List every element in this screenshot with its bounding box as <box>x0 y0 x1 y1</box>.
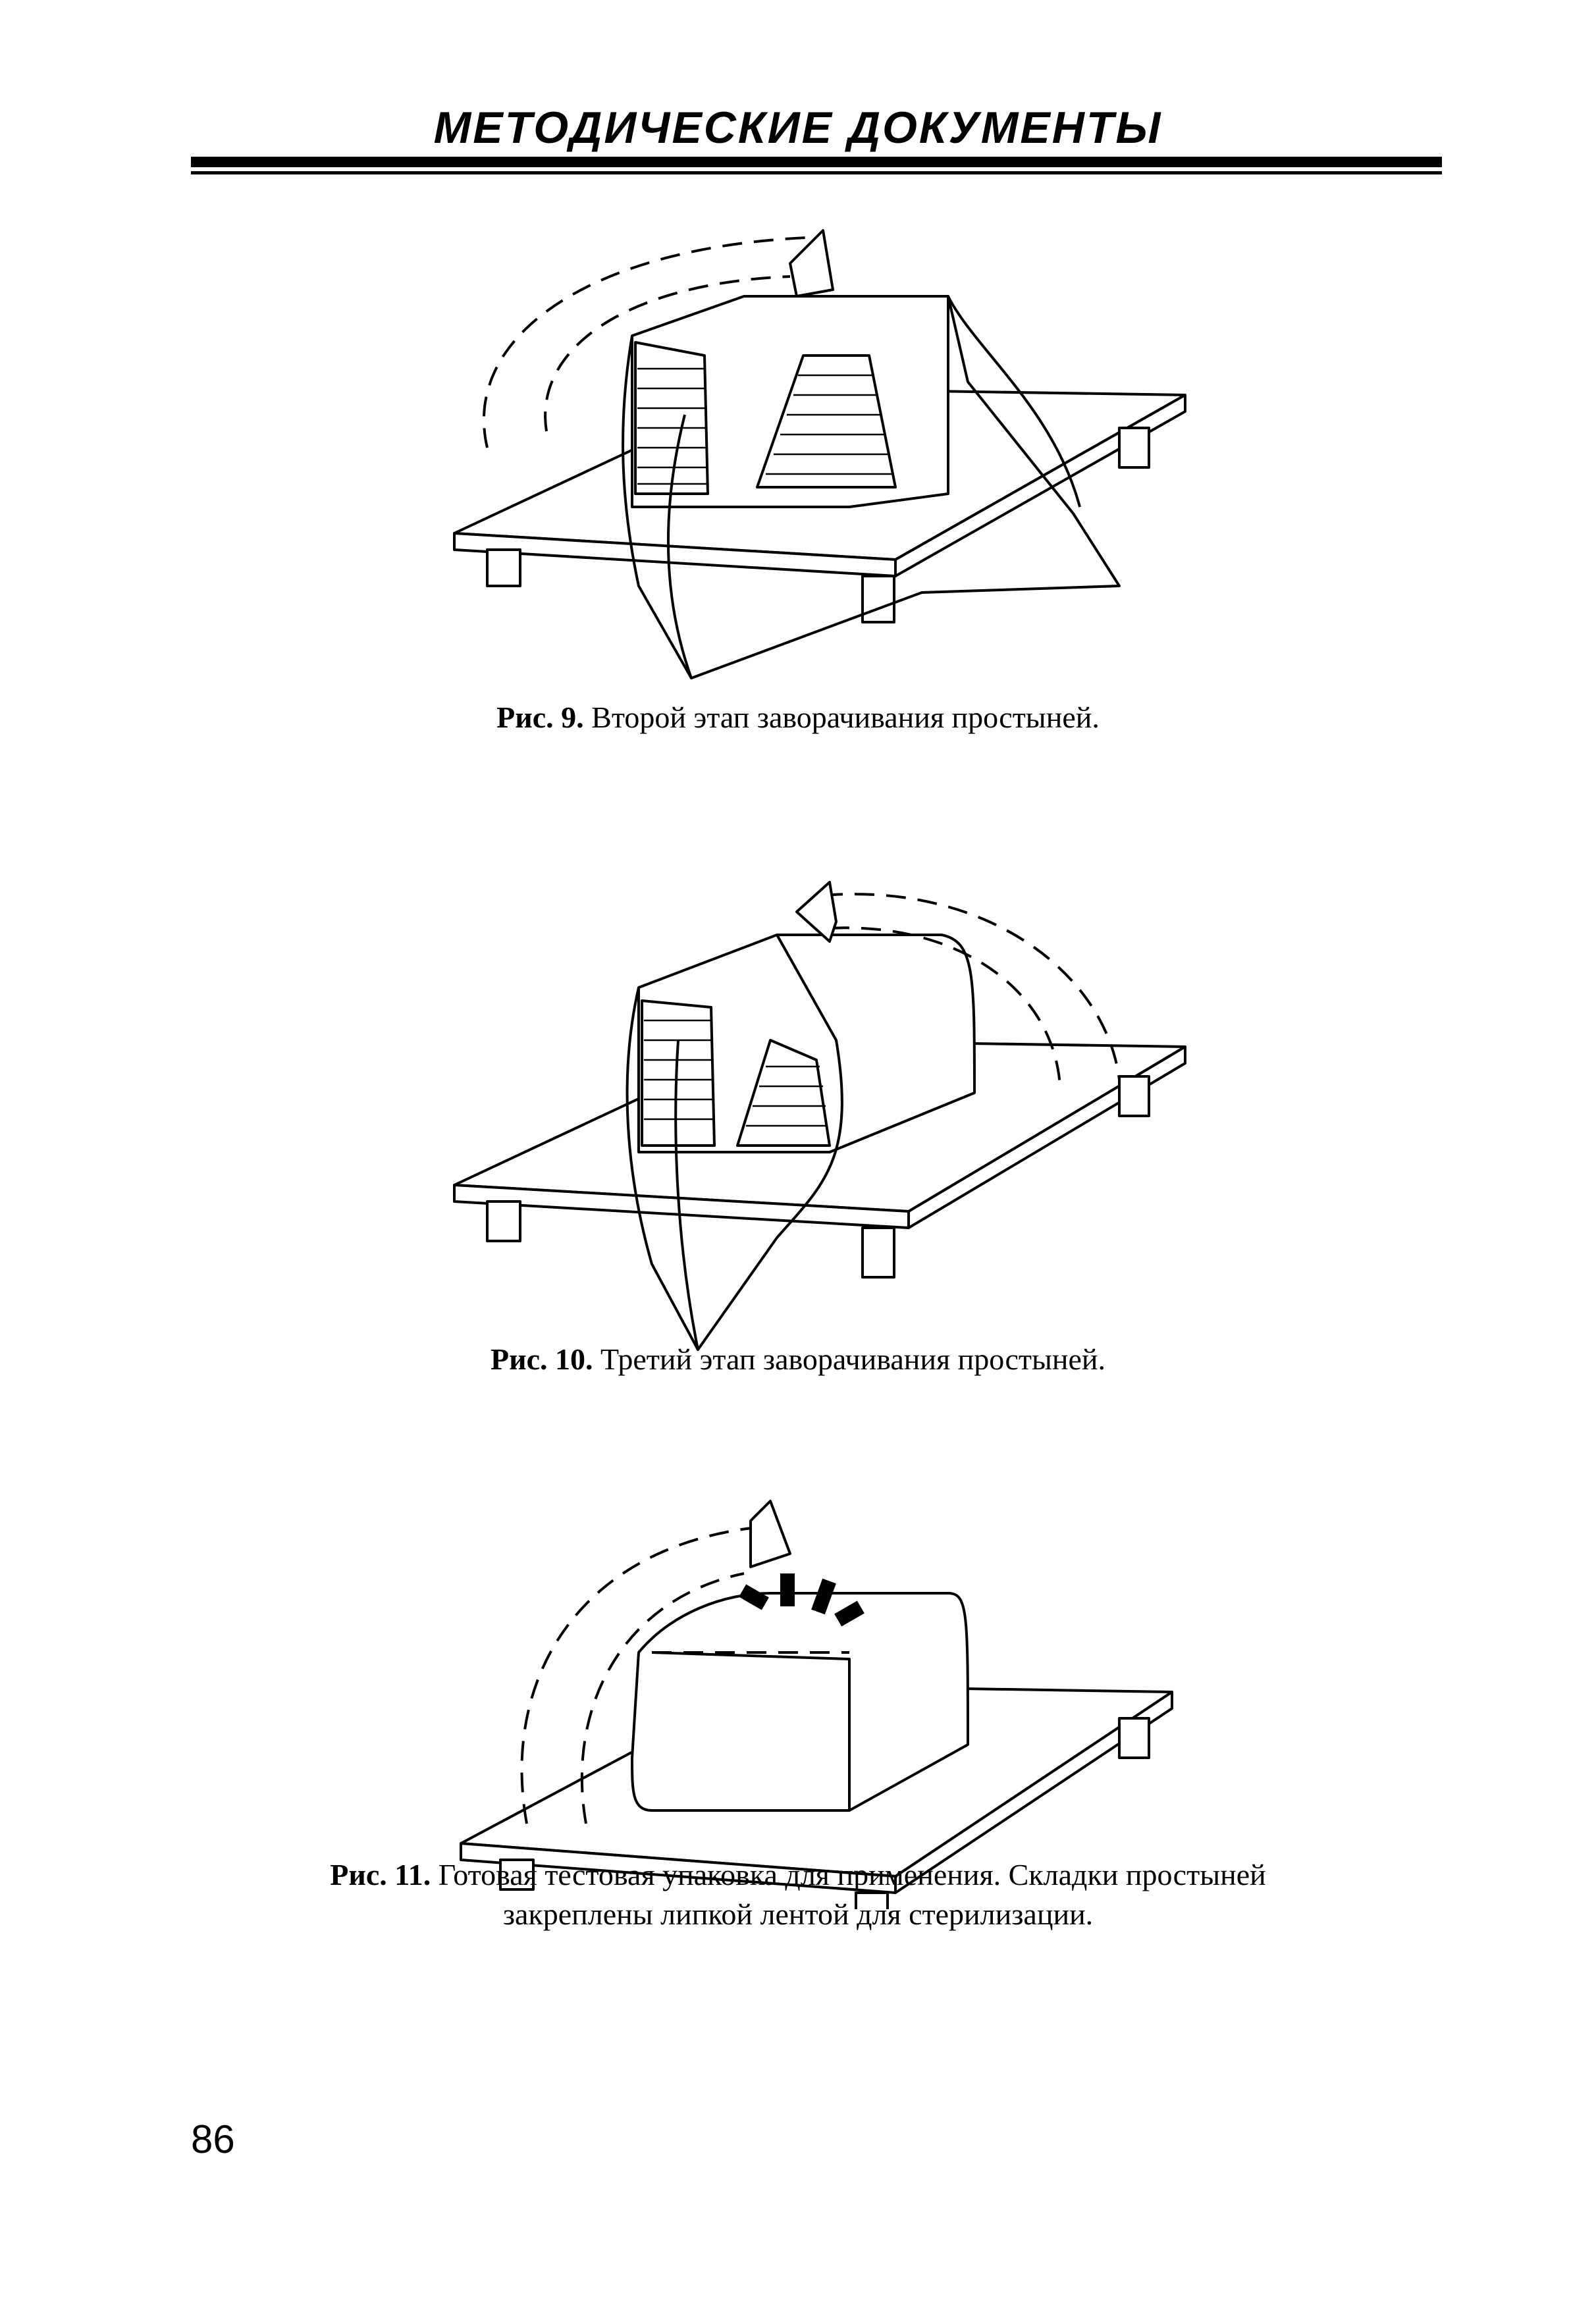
figure-10-illustration <box>0 843 1596 1356</box>
header-rule-thin <box>191 171 1442 174</box>
running-header-title: МЕТОДИЧЕСКИЕ ДОКУМЕНТЫ <box>433 103 1163 153</box>
figure-11-caption: Рис. 11. Готовая тестовая упаковка для п… <box>0 1855 1596 1934</box>
figure-11-caption-line-1: Рис. 11. Готовая тестовая упаковка для п… <box>0 1855 1596 1895</box>
figure-11-caption-text-1: Готовая тестовая упаковка для применения… <box>438 1858 1266 1891</box>
figure-11-label: Рис. 11. <box>330 1858 431 1891</box>
figure-9-label: Рис. 9. <box>496 700 584 734</box>
figure-11: Рис. 11. Готовая тестовая упаковка для п… <box>0 1494 1596 1931</box>
figure-10-label: Рис. 10. <box>490 1342 593 1376</box>
figure-9-illustration <box>0 217 1596 718</box>
figure-11-caption-line-2: закреплены липкой лентой для стерилизаци… <box>502 1897 1094 1931</box>
page-number: 86 <box>191 2117 235 2161</box>
figure-9-caption-text: Второй этап заворачивания простыней. <box>591 700 1100 734</box>
figure-10-caption: Рис. 10. Третий этап заворачивания прост… <box>0 1340 1596 1379</box>
figure-9-caption: Рис. 9. Второй этап заворачивания просты… <box>0 698 1596 737</box>
figure-11-illustration <box>0 1481 1596 1909</box>
header-rule-thick <box>191 157 1442 167</box>
figure-9: Рис. 9. Второй этап заворачивания просты… <box>0 217 1596 734</box>
figure-10-caption-text: Третий этап заворачивания простыней. <box>600 1342 1106 1376</box>
figure-10: Рис. 10. Третий этап заворачивания прост… <box>0 843 1596 1389</box>
